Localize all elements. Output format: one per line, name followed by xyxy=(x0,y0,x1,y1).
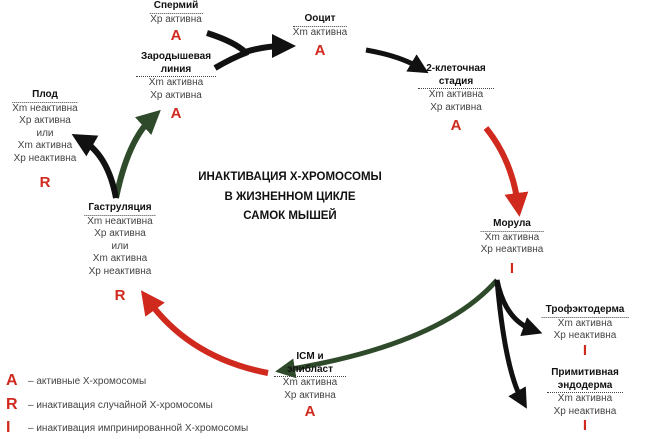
node-line: Xp активна xyxy=(19,115,71,126)
legend-mark: A xyxy=(6,372,18,389)
arrow-gastrulation-to-germline xyxy=(113,109,161,199)
node-line: Xm активна xyxy=(428,89,484,100)
arrow-morula-to-icm xyxy=(275,278,499,379)
node-title: Спермий xyxy=(149,0,203,14)
node-title: ICM и эпибласт xyxy=(274,351,346,377)
node-line: Xp активна xyxy=(94,228,146,239)
node-line: Xm активна xyxy=(292,26,348,38)
node-line: Xp активна xyxy=(150,89,202,101)
arrow-oocyte-to-2cell xyxy=(365,47,429,74)
node-trophectoderm: Трофэктодерма Xm активна Xp неактивна I xyxy=(541,304,629,359)
node-line: Xp неактивна xyxy=(553,405,617,417)
node-primitive-endoderm: Примитивная эндодерма Xm активна Xp неак… xyxy=(547,367,623,433)
arrow-morula-to-endoderm xyxy=(494,279,527,409)
node-line: Xm активна xyxy=(148,77,204,88)
legend-text: – инактивация случайной Х-хромосомы xyxy=(28,399,213,411)
node-icm: ICM и эпибласт Xm активна Xp активна A xyxy=(274,351,346,419)
title-line: В ЖИЗНЕННОМ ЦИКЛЕ xyxy=(224,190,356,203)
status-mark: R xyxy=(39,174,51,191)
status-mark: I xyxy=(582,341,588,359)
status-mark: I xyxy=(582,417,588,434)
node-line: или xyxy=(36,127,54,139)
legend-item-imprinted: I – инактивация импринированной Х-хромос… xyxy=(6,419,248,437)
legend-text: – инактивация импринированной Х-хромосом… xyxy=(28,422,249,434)
node-fetus: Плод Xm неактивна Xp активна или Xm акти… xyxy=(12,89,78,191)
status-mark: R xyxy=(114,287,126,304)
status-mark: A xyxy=(170,105,182,122)
status-mark: A xyxy=(450,117,462,134)
node-line: Xp активна xyxy=(150,13,202,25)
node-title: Трофэктодерма xyxy=(541,304,629,318)
node-sperm: Спермий Xp активна A xyxy=(149,0,203,44)
legend-item-active: A – активные Х-хромосомы xyxy=(6,372,146,390)
node-2cell: 2-клеточная стадия Xm активна Xp активна… xyxy=(418,63,494,133)
node-line: Xp неактивна xyxy=(480,244,544,255)
node-title: Ооцит xyxy=(292,13,348,27)
legend-text: – активные Х-хромосомы xyxy=(28,375,147,387)
arrow-sperm-to-oocyte xyxy=(206,30,296,59)
node-line: Xm активна xyxy=(484,231,540,243)
node-germline: Зародышевая линия Xm активна Xp активна … xyxy=(136,51,216,121)
legend-mark: R xyxy=(6,396,18,413)
status-mark: A xyxy=(170,27,182,44)
legend-mark: I xyxy=(6,419,11,436)
node-gastrulation: Гаструляция Xm неактивна Xp активна или … xyxy=(84,202,156,304)
node-title: Морула xyxy=(480,218,544,232)
arrow-2cell-to-morula xyxy=(483,126,529,217)
legend-item-random: R – инактивация случайной Х-хромосомы xyxy=(6,396,213,414)
node-line: Xp неактивна xyxy=(553,330,617,341)
status-mark: I xyxy=(509,259,515,277)
node-line: Xm активна xyxy=(557,317,613,329)
title-line: САМОК МЫШЕЙ xyxy=(243,210,337,222)
status-mark: A xyxy=(314,42,326,59)
status-mark: A xyxy=(304,403,316,420)
node-line: Xp активна xyxy=(284,389,336,401)
node-title: Зародышевая линия xyxy=(136,51,216,77)
node-title: Примитивная эндодерма xyxy=(547,367,623,393)
node-oocyte: Ооцит Xm активна A xyxy=(292,13,348,59)
title-line: ИНАКТИВАЦИЯ Х-ХРОМОСОМЫ xyxy=(198,171,382,183)
node-line: Xp неактивна xyxy=(88,265,152,277)
node-title: Гаструляция xyxy=(84,202,156,216)
diagram-title: ИНАКТИВАЦИЯ Х-ХРОМОСОМЫ В ЖИЗНЕННОМ ЦИКЛ… xyxy=(198,168,382,227)
node-morula: Морула Xm активна Xp неактивна I xyxy=(480,218,544,277)
node-line: Xm неактивна xyxy=(87,215,153,227)
node-line: Xm неактивна xyxy=(12,102,78,114)
arrow-gastrulation-to-fetus xyxy=(71,133,119,199)
node-title: Плод xyxy=(12,89,78,103)
node-line: или xyxy=(111,240,129,252)
arrow-germline-to-oocyte xyxy=(213,49,250,71)
node-line: Xm активна xyxy=(282,377,338,388)
node-line: Xm активна xyxy=(17,140,73,151)
node-title: 2-клеточная стадия xyxy=(418,63,494,89)
node-line: Xm активна xyxy=(557,393,613,404)
node-line: Xp активна xyxy=(430,101,482,113)
node-line: Xp неактивна xyxy=(13,152,77,164)
node-line: Xm активна xyxy=(92,253,148,264)
arrow-icm-to-gastrulation xyxy=(140,290,269,376)
